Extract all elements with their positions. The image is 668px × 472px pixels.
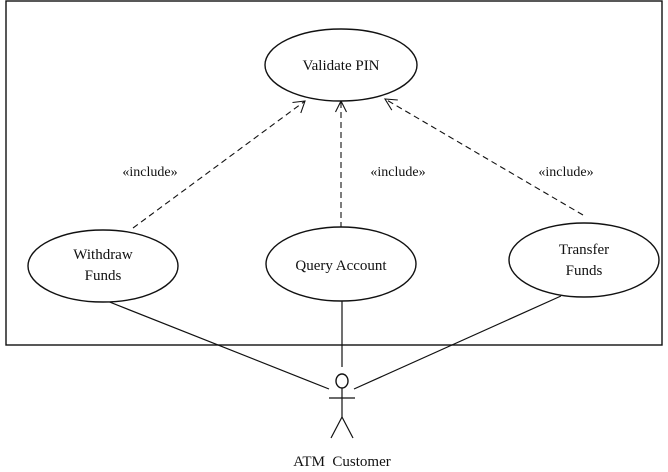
include-dependency-withdraw: [132, 100, 306, 229]
include-label-query: «include»: [370, 165, 425, 180]
actor-label: ATM Customer: [293, 454, 391, 470]
use-case-withdraw-funds[interactable]: Withdraw Funds: [27, 229, 179, 303]
use-case-label: Query Account: [295, 258, 387, 274]
use-case-validate-pin[interactable]: Validate PIN: [264, 28, 418, 102]
include-dependency-transfer: [384, 98, 584, 216]
include-arrowhead-transfer: [383, 98, 398, 111]
association-transfer: [353, 295, 562, 390]
include-label-withdraw: «include»: [122, 165, 177, 180]
include-label-transfer: «include»: [538, 165, 593, 180]
use-case-label-line-2: Funds: [566, 263, 603, 279]
use-case-query-account[interactable]: Query Account: [265, 226, 417, 302]
use-case-label: Validate PIN: [302, 58, 379, 74]
actor-head-icon: [335, 373, 349, 389]
actor-left-leg: [330, 416, 343, 439]
actor-atm-customer[interactable]: ATM Customer: [293, 373, 391, 470]
use-case-label-line-2: Funds: [85, 268, 122, 284]
use-case-transfer-funds[interactable]: Transfer Funds: [508, 222, 660, 298]
association-withdraw: [106, 300, 330, 390]
include-arrowhead-withdraw: [292, 100, 306, 114]
use-case-label-line-1: Withdraw: [73, 247, 133, 263]
actor-right-leg: [341, 416, 354, 439]
use-case-label-line-1: Transfer: [559, 242, 609, 258]
